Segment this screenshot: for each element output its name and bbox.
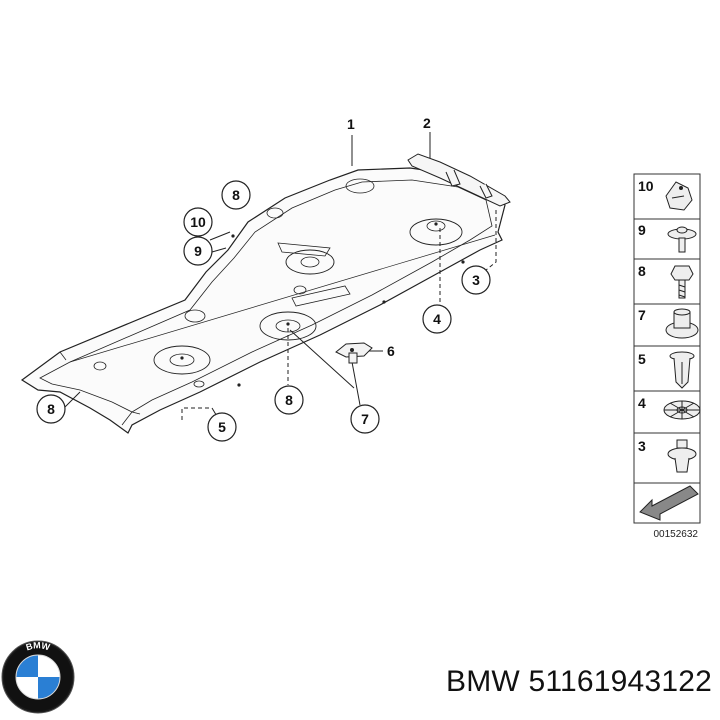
- callout-7: 7: [350, 404, 380, 434]
- stud-clip-icon: [667, 439, 697, 473]
- svg-text:3: 3: [472, 272, 480, 288]
- callout-8-top: 8: [221, 180, 251, 210]
- underbody-panel: [20, 167, 506, 434]
- legend-label-5: 5: [638, 351, 646, 367]
- parts-legend: 10 9 8 7 5 4 3: [633, 173, 701, 540]
- callout-9: 9: [183, 236, 213, 266]
- drawing-number: 00152632: [654, 529, 699, 540]
- callout-6: 6: [387, 343, 395, 359]
- push-rivet-icon: [663, 400, 701, 420]
- legend-label-7: 7: [638, 307, 646, 323]
- callout-10: 10: [183, 207, 213, 237]
- legend-label-8: 8: [638, 263, 646, 279]
- legend-label-3: 3: [638, 438, 646, 454]
- callout-2: 2: [423, 115, 431, 131]
- leader-lines: [63, 132, 497, 420]
- callouts: 1 2 8 10 9 3 4 6 8 7: [36, 115, 491, 442]
- callout-3: 3: [461, 265, 491, 295]
- legend-label-10: 10: [638, 178, 654, 194]
- svg-text:8: 8: [47, 401, 55, 417]
- callout-8-mid: 8: [274, 385, 304, 415]
- legend-label-4: 4: [638, 395, 646, 411]
- clip-nut-icon: [665, 181, 693, 211]
- nut-icon: [665, 308, 699, 339]
- bracket-part: [407, 153, 511, 207]
- svg-text:BMW: BMW: [25, 640, 52, 652]
- svg-text:8: 8: [232, 187, 240, 203]
- clip-part-6: [335, 342, 373, 364]
- callout-8-left: 8: [36, 394, 66, 424]
- bmw-logo: BMW: [1, 640, 75, 714]
- callout-4: 4: [422, 304, 452, 334]
- expanding-clip-icon: [669, 351, 695, 389]
- callout-5: 5: [207, 412, 237, 442]
- svg-text:4: 4: [433, 311, 441, 327]
- direction-arrow-icon: [639, 485, 699, 521]
- svg-text:9: 9: [194, 243, 202, 259]
- callout-1: 1: [347, 116, 355, 132]
- legend-label-9: 9: [638, 222, 646, 238]
- svg-text:5: 5: [218, 419, 226, 435]
- svg-text:8: 8: [285, 392, 293, 408]
- svg-text:7: 7: [361, 411, 369, 427]
- svg-text:10: 10: [190, 214, 206, 230]
- hex-bolt-icon: [670, 265, 694, 299]
- screw-icon: [667, 226, 697, 253]
- part-number-label: BMW 51161943122: [446, 665, 712, 698]
